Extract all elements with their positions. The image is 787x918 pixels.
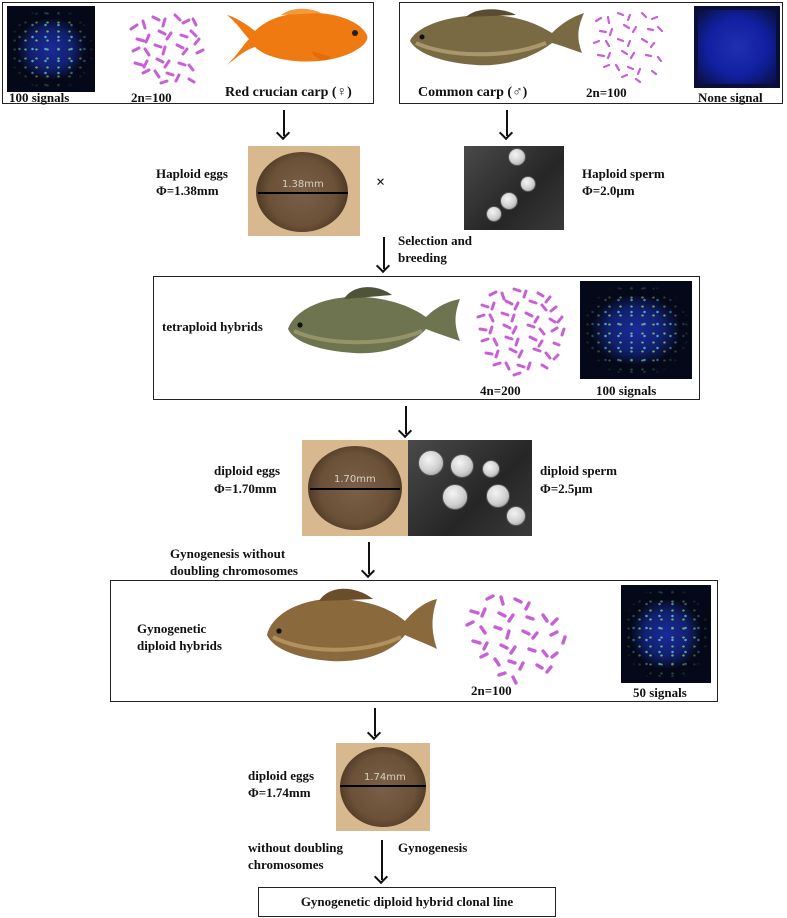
step2-label-line2: doubling chromosomes: [170, 563, 298, 578]
arrow-to-tetraploid: [383, 237, 385, 269]
tetraploid-signals-label: 100 signals: [596, 383, 657, 398]
gynogenetic-name-line2: diploid hybrids: [137, 638, 222, 653]
diploid-egg-image-1: 1.70mm: [302, 440, 408, 536]
male-signals-label: None signal: [698, 90, 763, 105]
female-karyotype-label: 2n=100: [131, 90, 172, 105]
haploid-eggs-size: Φ=1.38mm: [156, 183, 219, 198]
step3-label-line1: without doubling: [248, 840, 344, 855]
tetraploid-fish-image: [288, 287, 460, 354]
step3-label-line2: chromosomes: [248, 857, 324, 872]
gyno-egg-image: 1.74mm: [336, 743, 430, 831]
tetraploid-name: tetraploid hybrids: [162, 319, 263, 334]
haploid-eggs-label: Haploid eggs: [156, 166, 228, 181]
diploid-sperm-image: [408, 440, 532, 536]
diploid-egg-scale-1: 1.70mm: [334, 474, 376, 485]
arrow-to-gynogenetic: [368, 542, 370, 574]
common-carp-image: [410, 9, 584, 66]
gynogenetic-signals-label: 50 signals: [633, 685, 687, 700]
male-parent-panel: Common carp (♂) 2n=100 None signal: [399, 2, 783, 105]
diploid-sperm-size: Φ=2.5μm: [540, 481, 593, 496]
step2-label-line1: Gynogenesis without: [170, 546, 286, 561]
arrow-to-gyno-eggs: [374, 708, 376, 736]
goldfish-image: [227, 8, 368, 65]
cross-symbol: ×: [376, 174, 386, 191]
step1-label-line2: breeding: [398, 250, 447, 265]
final-clonal-line-box: Gynogenetic diploid hybrid clonal line: [258, 887, 556, 917]
haploid-sperm-image: [464, 146, 564, 230]
male-fish-signal-image: [694, 6, 780, 88]
tetraploid-signal-image: [580, 281, 692, 379]
tetraploid-karyotype-label: 4n=200: [480, 383, 521, 398]
arrow-male-to-sperm: [506, 110, 508, 136]
female-fish-signal-image: [7, 6, 95, 92]
female-karyotype-image: [129, 13, 205, 85]
gynogenetic-karyotype-image: [465, 594, 567, 685]
haploid-sperm-size: Φ=2.0μm: [582, 183, 635, 198]
female-signals-label: 100 signals: [9, 90, 70, 105]
step3-label-right: Gynogenesis: [398, 840, 468, 855]
diploid-eggs-size: Φ=1.70mm: [214, 481, 277, 496]
haploid-sperm-label: Haploid sperm: [582, 166, 665, 181]
arrow-to-diploid-gametes: [405, 406, 407, 434]
male-karyotype-label: 2n=100: [586, 85, 627, 100]
gyno-eggs-size: Φ=1.74mm: [248, 785, 311, 800]
gynogenetic-signal-image: [621, 585, 711, 683]
gynogenetic-name-line1: Gynogenetic: [137, 621, 207, 636]
tetraploid-karyotype-image: [476, 287, 566, 377]
gynogenetic-fish-image: [267, 588, 437, 662]
gyno-eggs-label: diploid eggs: [248, 768, 315, 783]
male-parent-name: Common carp (♂): [418, 85, 528, 100]
female-parent-name: Red crucian carp (♀): [225, 85, 352, 100]
haploid-egg-image: 1.38mm: [248, 146, 360, 236]
diploid-eggs-label: diploid eggs: [214, 463, 281, 478]
diploid-sperm-label: diploid sperm: [540, 463, 617, 478]
step1-label-line1: Selection and: [398, 233, 473, 248]
female-parent-panel: 100 signals 2n=100 Red crucian carp (♀): [2, 2, 374, 105]
gyno-egg-scale: 1.74mm: [364, 772, 406, 783]
haploid-egg-scale: 1.38mm: [282, 179, 324, 190]
gynogenetic-panel: Gynogenetic diploid hybrids 2n=100 50 si…: [110, 580, 718, 702]
arrow-to-clonal-line: [381, 840, 383, 880]
male-karyotype-image: [592, 11, 664, 84]
gynogenetic-karyotype-label: 2n=100: [471, 683, 512, 698]
arrow-female-to-eggs: [283, 110, 285, 136]
tetraploid-panel: tetraploid hybrids 4n=200 100 signals: [153, 276, 700, 400]
